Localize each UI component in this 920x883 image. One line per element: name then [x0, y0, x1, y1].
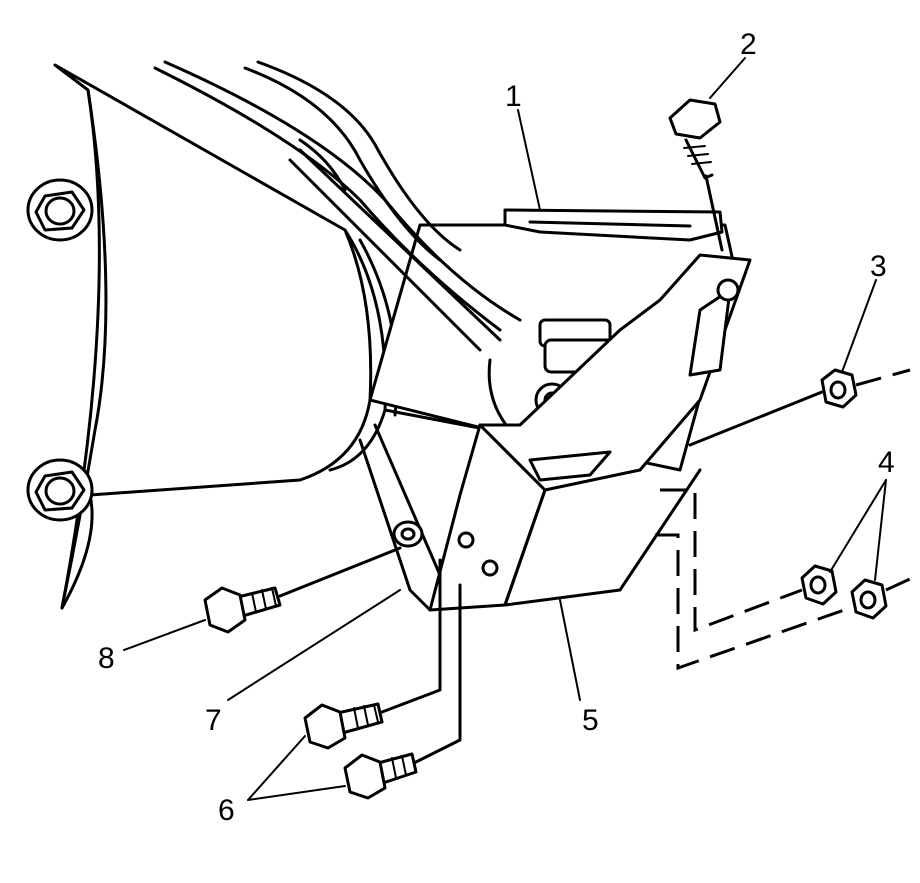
bolt-6-lower-icon [343, 583, 462, 800]
callout-8: 8 [98, 642, 115, 675]
bolt-8-icon [203, 546, 402, 634]
crossmember [428, 253, 752, 612]
callout-7: 7 [205, 704, 222, 737]
callout-2: 2 [740, 28, 757, 61]
callout-5: 5 [582, 704, 599, 737]
bell-housing [53, 63, 399, 610]
callout-3: 3 [870, 250, 887, 283]
callout-4: 4 [878, 446, 895, 479]
nut-4a-icon [800, 564, 838, 606]
support-bracket [358, 423, 442, 612]
nut-3-icon [688, 368, 911, 447]
housing-bolt-upper [26, 178, 94, 242]
callout-6: 6 [218, 794, 235, 827]
leader-lines [123, 57, 887, 801]
nut-4b-icon [850, 576, 913, 620]
mount-bolt-icon [668, 98, 724, 252]
callout-1: 1 [505, 80, 522, 113]
transmission-mount [503, 208, 724, 242]
bolt-6-upper-icon [303, 558, 442, 750]
stud-guide-lines [655, 488, 851, 671]
housing-bolt-lower [26, 458, 94, 522]
